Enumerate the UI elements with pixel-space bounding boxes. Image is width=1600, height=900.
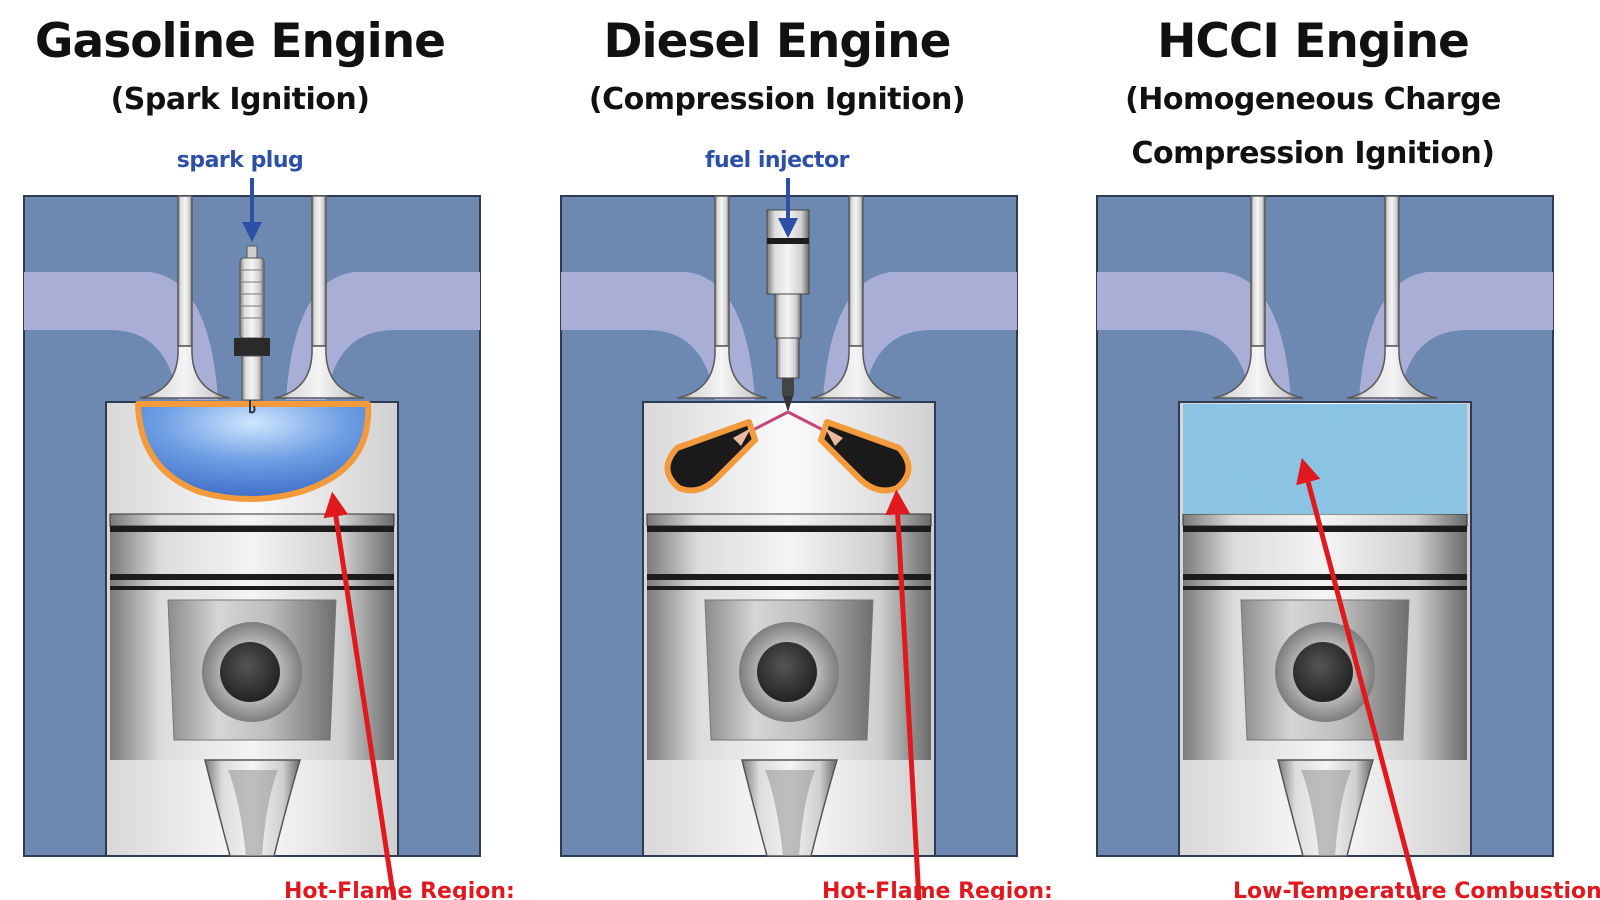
panel-title: Diesel Engine	[603, 14, 952, 69]
panel-title: HCCI Engine	[1157, 14, 1470, 69]
hot-flame-region	[664, 410, 912, 494]
low-temperature-arrow	[1296, 457, 1422, 900]
panel-subtitle: (Spark Ignition)	[110, 82, 370, 117]
hcci-engine-diagram: Low-Temperature Combustion:	[1096, 195, 1600, 900]
bottom-label: Low-Temperature Combustion:	[1233, 879, 1600, 900]
hot-flame-arrow	[885, 489, 922, 900]
hot-flame-region	[135, 401, 372, 502]
panel-subtitle-line-2: Compression Ignition)	[1131, 136, 1496, 171]
fuel-injector-label: fuel injector	[704, 148, 850, 173]
bottom-label: Hot-Flame Region:	[284, 879, 515, 900]
gasoline-panel: Gasoline Engine (Spark Ignition) spark p…	[0, 0, 515, 900]
bottom-label: Hot-Flame Region:	[822, 879, 1053, 900]
spark-plug-icon	[234, 245, 270, 414]
panel-subtitle: (Compression Ignition)	[588, 82, 966, 117]
diesel-panel: Diesel Engine (Compression Ignition) fue…	[537, 0, 1053, 900]
gasoline-engine-diagram: Hot-Flame Region:	[23, 178, 515, 900]
hot-flame-arrow	[323, 491, 397, 900]
panel-subtitle-line-1: (Homogeneous Charge	[1125, 82, 1501, 117]
diesel-engine-diagram: Hot-Flame Region:	[560, 178, 1053, 900]
hcci-panel: HCCI Engine (Homogeneous Charge Compress…	[1073, 0, 1600, 900]
spark-plug-label: spark plug	[176, 148, 304, 173]
panel-title: Gasoline Engine	[34, 14, 446, 69]
low-temperature-combustion-region	[1183, 404, 1467, 514]
